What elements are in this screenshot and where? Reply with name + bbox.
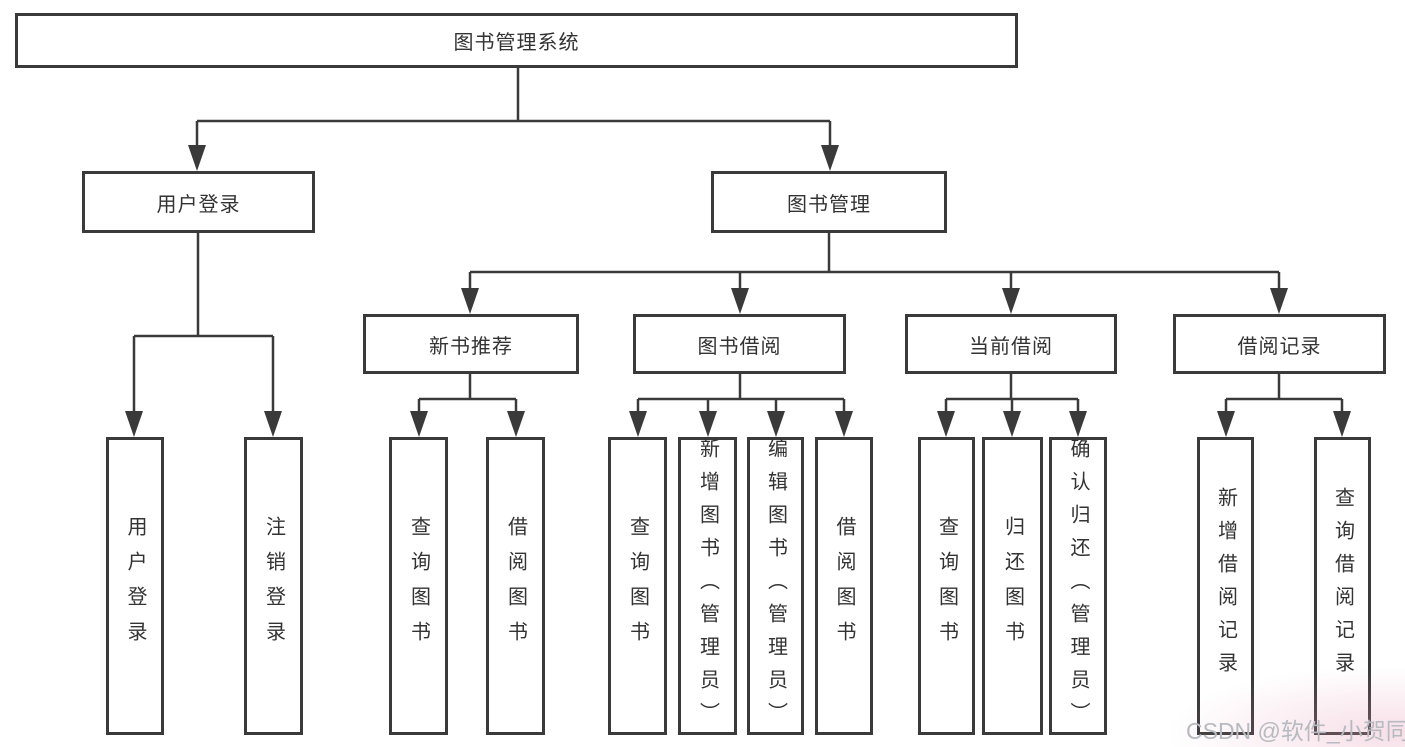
leaf-logout: 注销登录 — [244, 437, 303, 735]
node-label: 借阅图书 — [833, 516, 855, 656]
node-label: 新书推荐 — [429, 335, 513, 358]
node-label: 编辑图书（管理员） — [764, 437, 787, 735]
node-book-borrowing: 图书借阅 — [633, 314, 846, 374]
node-label: 查询图书 — [407, 516, 430, 656]
node-label: 图书管理系统 — [453, 32, 580, 54]
node-new-book-recommendation: 新书推荐 — [363, 314, 579, 374]
node-label: 新增图书（管理员） — [696, 437, 719, 735]
node-current-borrowing: 当前借阅 — [905, 314, 1117, 374]
node-borrowing-records: 借阅记录 — [1173, 314, 1386, 374]
node-label: 用户登录 — [124, 516, 146, 656]
node-label: 图书借阅 — [697, 335, 782, 358]
leaf-query-books: 查询图书 — [608, 437, 667, 735]
node-label: 图书管理 — [787, 193, 871, 216]
watermark: CSDN @软件_小贺同学 — [1186, 718, 1405, 744]
leaf-borrow-books: 借阅图书 — [486, 437, 545, 735]
leaf-user-login: 用户登录 — [106, 437, 164, 735]
node-label: 归还图书 — [1001, 516, 1024, 656]
node-label: 借阅记录 — [1237, 335, 1322, 358]
leaf-query-books: 查询图书 — [918, 437, 975, 735]
node-label: 查询借阅记录 — [1331, 487, 1354, 685]
leaf-query-borrow-record: 查询借阅记录 — [1314, 437, 1371, 735]
node-label: 注销登录 — [262, 516, 285, 656]
leaf-add-borrow-record: 新增借阅记录 — [1197, 437, 1254, 735]
node-label: 当前借阅 — [969, 335, 1053, 358]
node-label: 查询图书 — [626, 516, 649, 656]
node-book-management: 图书管理 — [711, 171, 947, 233]
leaf-borrow-books: 借阅图书 — [815, 437, 873, 735]
node-label: 用户登录 — [156, 193, 241, 216]
leaf-add-books-admin: 新增图书（管理员） — [678, 437, 737, 735]
node-label: 确认归还（管理员） — [1067, 437, 1089, 735]
node-label: 新增借阅记录 — [1214, 487, 1237, 685]
node-label: 借阅图书 — [504, 516, 527, 656]
node-root-library-system: 图书管理系统 — [15, 13, 1018, 68]
arrowheads — [125, 145, 1351, 437]
node-label: 查询图书 — [935, 516, 958, 656]
node-user-login: 用户登录 — [82, 171, 315, 233]
leaf-query-books: 查询图书 — [389, 437, 448, 735]
leaf-edit-books-admin: 编辑图书（管理员） — [747, 437, 804, 735]
leaf-confirm-return-admin: 确认归还（管理员） — [1049, 437, 1107, 735]
leaf-return-books: 归还图书 — [982, 437, 1043, 735]
